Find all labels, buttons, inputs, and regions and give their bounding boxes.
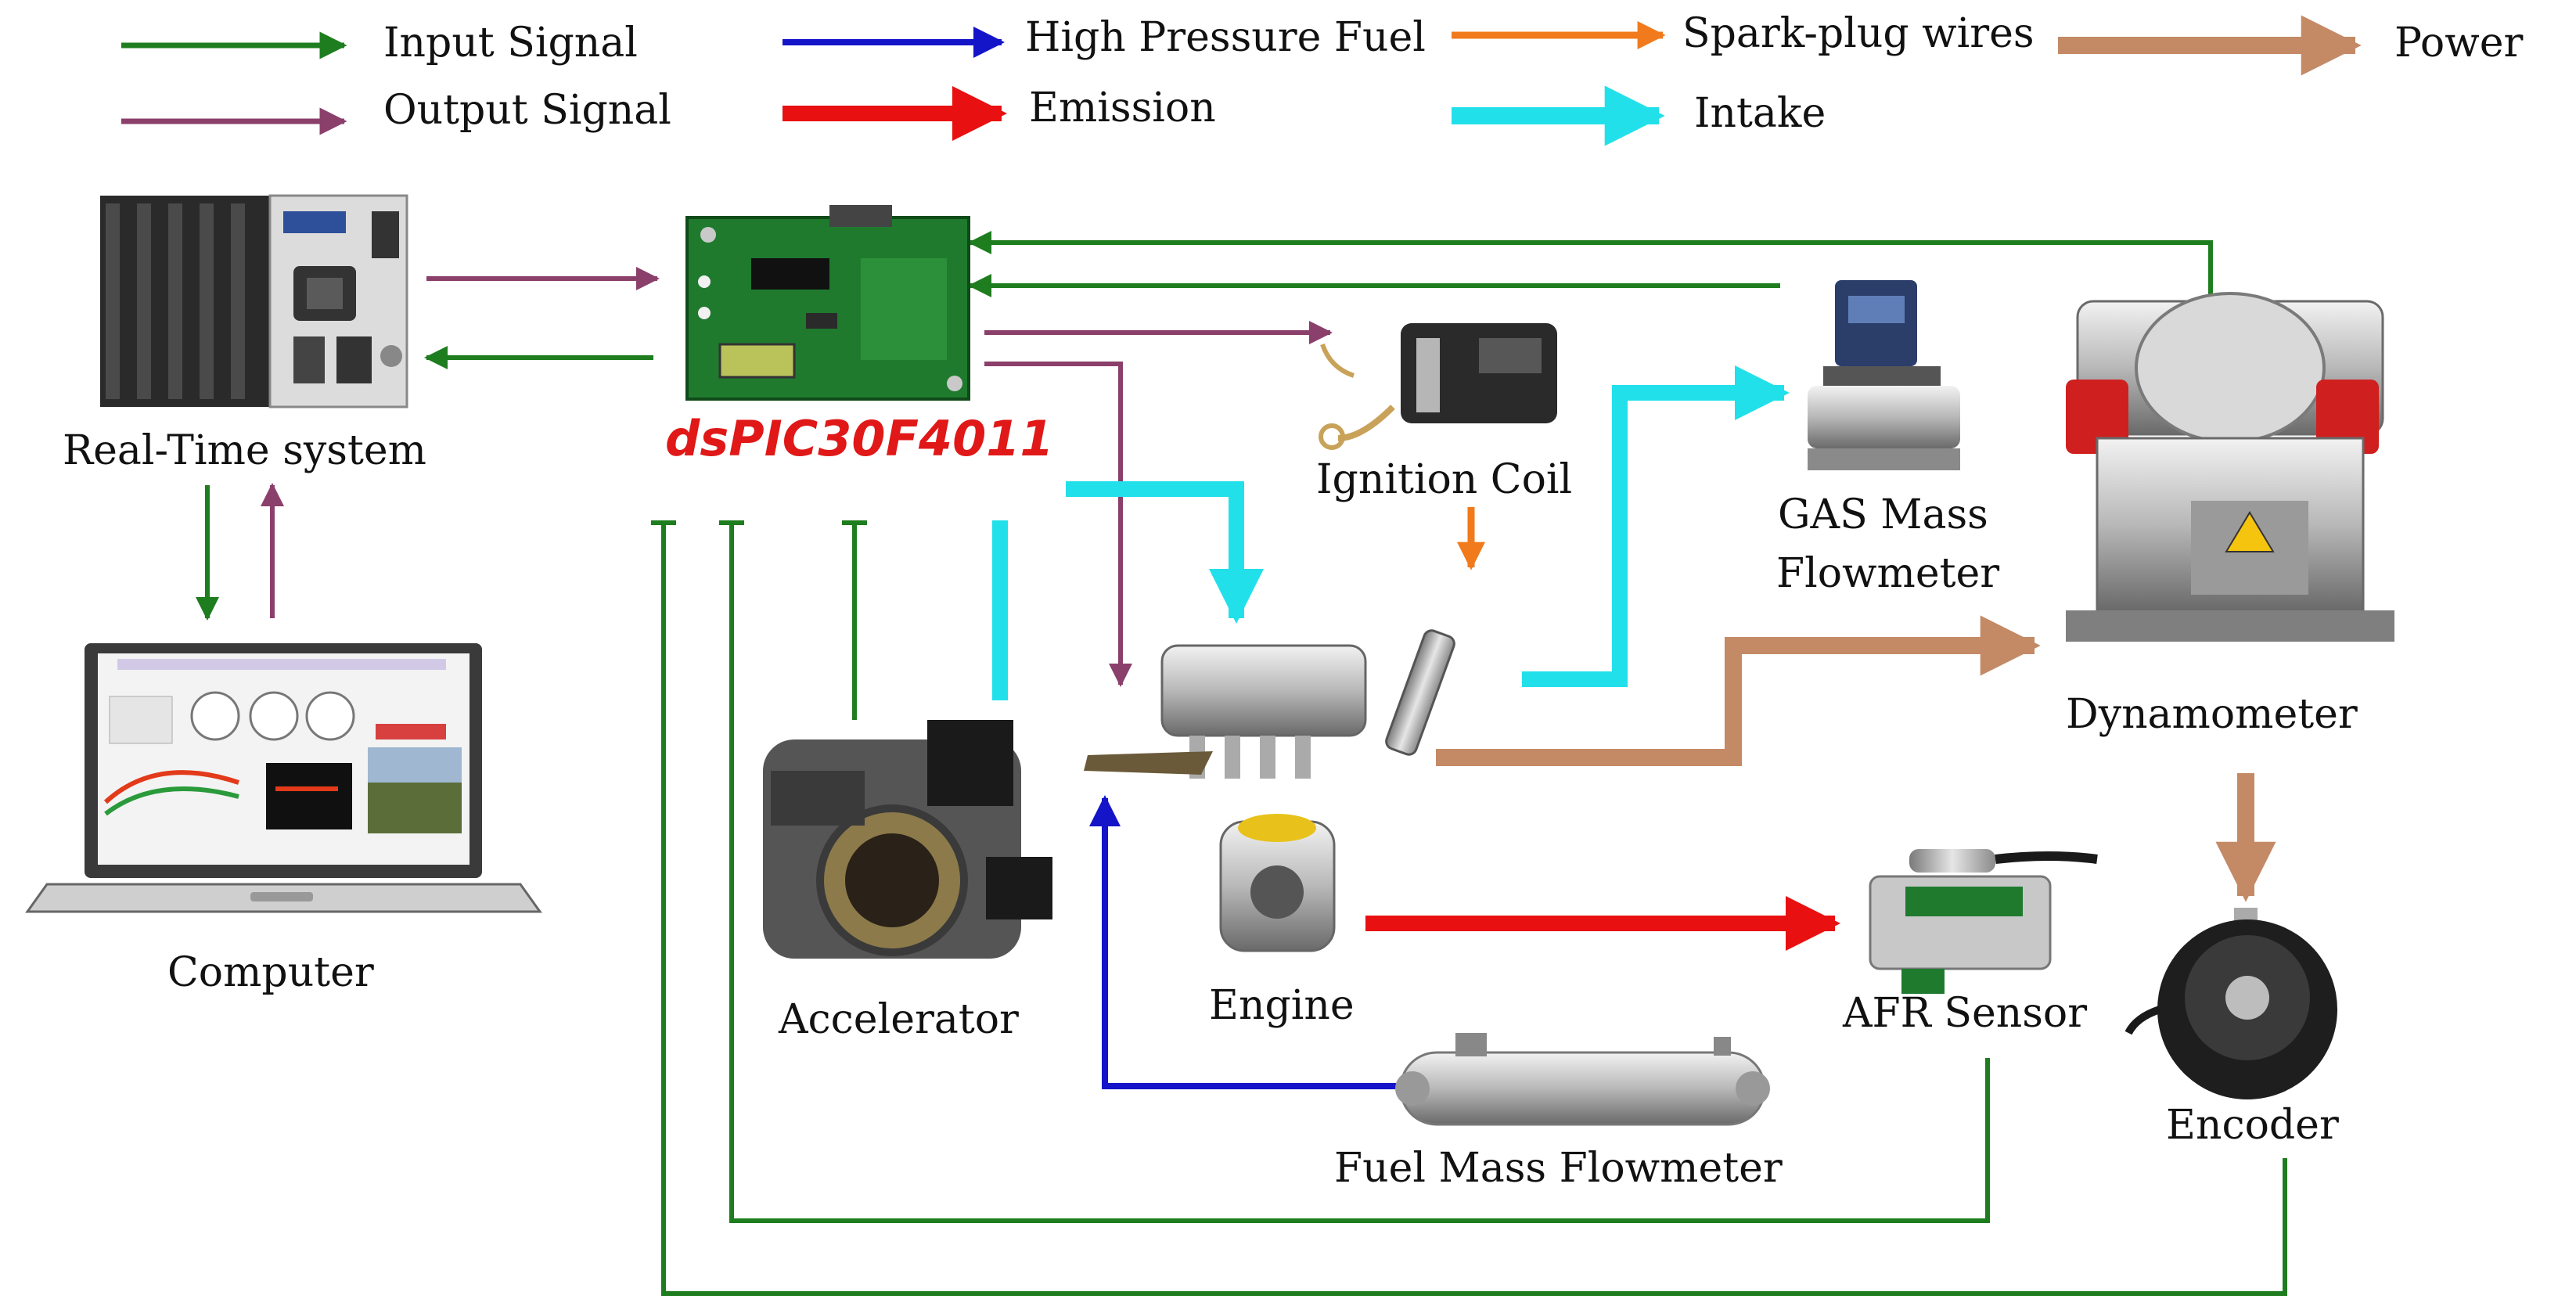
dynamometer-label: Dynamometer — [2066, 691, 2358, 738]
engine-label: Engine — [1209, 982, 1355, 1029]
encoder-picture — [2124, 908, 2337, 1099]
accelerator-picture — [763, 720, 1052, 959]
fuel-flowmeter-label: Fuel Mass Flowmeter — [1334, 1145, 1783, 1192]
input-signal-afr-to-dspic — [729, 523, 1990, 1223]
computer-picture — [25, 643, 542, 913]
legend: Input Signal Output Signal High Pressure… — [121, 10, 2523, 146]
computer-label: Computer — [167, 949, 374, 996]
output-signal-dspic-to-engine — [984, 362, 1132, 687]
gas-flowmeter-label-line1: GAS Mass — [1778, 491, 1988, 538]
legend-input-signal-label: Input Signal — [383, 20, 638, 67]
accelerator-label: Accelerator — [778, 996, 1019, 1043]
legend-spark-plug-wires-label: Spark-plug wires — [1682, 10, 2035, 57]
gas-flowmeter-label-line2: Flowmeter — [1776, 550, 1999, 597]
afr-sensor-picture — [1869, 849, 2098, 994]
legend-emission-label: Emission — [1029, 85, 1216, 131]
legend-high-pressure-fuel-label: High Pressure Fuel — [1025, 14, 1426, 61]
afr-sensor-label: AFR Sensor — [1842, 990, 2087, 1037]
legend-output-signal-label: Output Signal — [383, 87, 671, 134]
legend-intake-label: Intake — [1694, 90, 1826, 137]
dynamometer-picture — [2066, 292, 2394, 642]
engine-picture — [1084, 629, 1455, 952]
realtime-system-label: Real-Time system — [63, 427, 426, 474]
power-engine-to-dynamometer — [1436, 615, 2041, 766]
dspic-board-picture — [685, 205, 970, 401]
ignition-coil-picture — [1319, 323, 1557, 450]
encoder-label: Encoder — [2166, 1102, 2339, 1149]
intake-engine-to-gas-flowmeter — [1522, 365, 1790, 687]
input-signal-encoder-to-dspic — [661, 523, 2287, 1296]
input-signal-dynamometer-to-dspic — [968, 231, 2213, 296]
fuel-flowmeter-to-engine — [1089, 795, 1402, 1089]
realtime-system-picture — [100, 194, 408, 408]
gas-flowmeter-picture — [1808, 280, 1960, 470]
ignition-coil-label: Ignition Coil — [1316, 456, 1572, 503]
legend-power-label: Power — [2394, 20, 2523, 67]
intake-into-engine — [1066, 481, 1264, 624]
connectors — [196, 231, 2287, 1296]
dspic-label: dsPIC30F4011 — [665, 410, 1053, 467]
fuel-flowmeter-picture — [1395, 1033, 1770, 1126]
